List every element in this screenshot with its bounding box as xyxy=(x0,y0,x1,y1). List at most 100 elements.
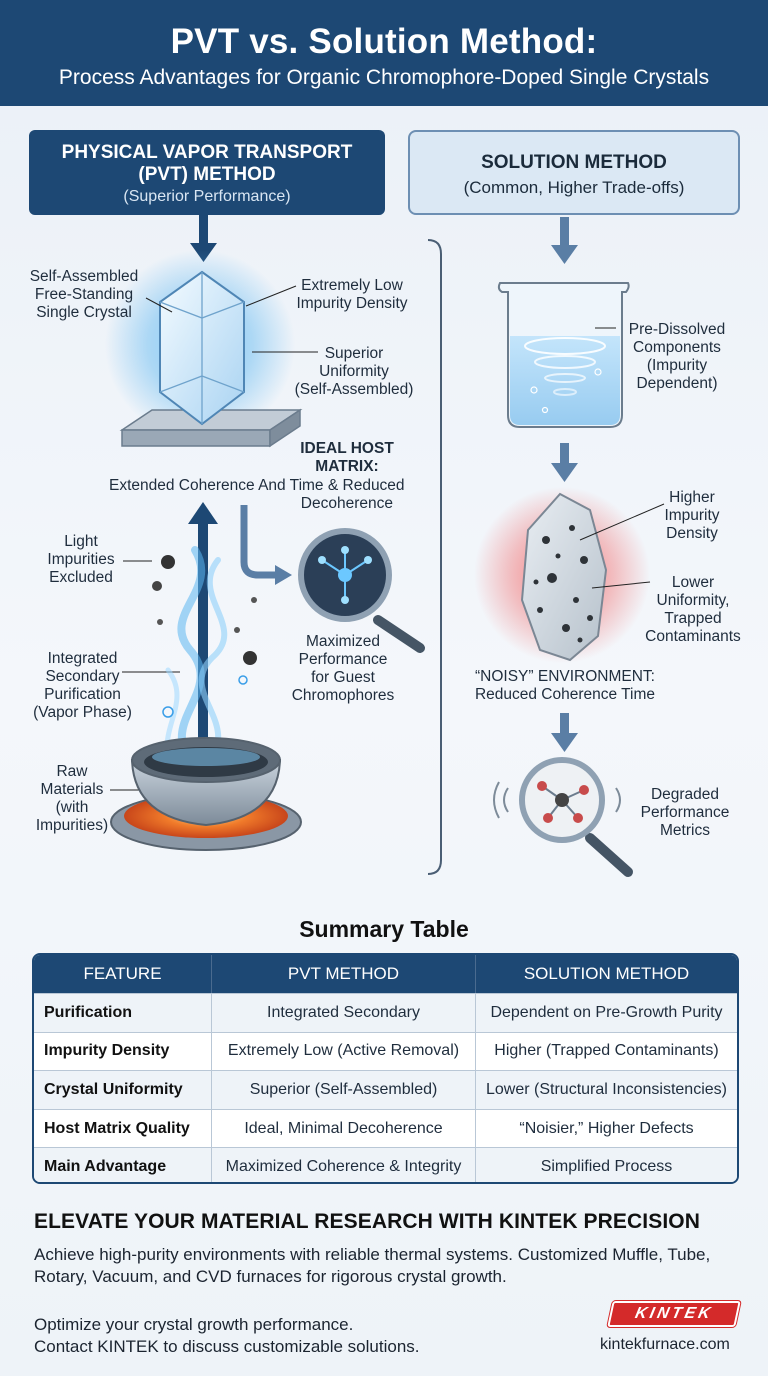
label-noisy-l1: “NOISY” ENVIRONMENT: xyxy=(475,668,655,685)
table-header-solution: SOLUTION METHOD xyxy=(523,964,690,983)
label-low-impurity-l1: Extremely Low xyxy=(301,277,403,294)
label-secondary-l3: Purification xyxy=(44,686,121,703)
label-secondary-l4: (Vapor Phase) xyxy=(33,704,132,721)
impure-crystal-illustration xyxy=(474,487,650,663)
label-perf-l1: Maximized xyxy=(305,633,381,650)
label-secondary-purification: Integrated Secondary Purification (Vapor… xyxy=(20,650,145,722)
label-degraded-l2: Performance xyxy=(640,804,730,821)
label-perf-l3: for Guest xyxy=(311,669,375,686)
label-dissolved-l3: (Impurity xyxy=(646,357,708,374)
kintek-logo[interactable]: KINTEK xyxy=(607,1301,741,1327)
label-higher-l1: Higher xyxy=(669,489,715,506)
label-low-impurity: Extremely Low Impurity Density xyxy=(287,277,417,313)
pvt-subtitle: (Superior Performance) xyxy=(123,188,291,205)
label-dissolved-l1: Pre-Dissolved xyxy=(628,321,726,338)
label-lower-l3: Trapped xyxy=(664,610,722,627)
label-dissolved-l4: Dependent) xyxy=(636,375,718,392)
pvt-magnifier-icon xyxy=(298,528,425,653)
label-noisy-environment: “NOISY” ENVIRONMENT: Reduced Coherence T… xyxy=(465,668,665,704)
label-uniformity-l1: Superior xyxy=(324,345,384,362)
label-raw-materials: Raw Materials (with Impurities) xyxy=(22,763,122,835)
pvt-crystal-illustration xyxy=(105,250,303,448)
pvt-title-line1: PHYSICAL VAPOR TRANSPORT xyxy=(61,142,353,163)
label-crystal: Self-Assembled Free-Standing Single Crys… xyxy=(14,268,154,322)
label-ideal-host: IDEAL HOST MATRIX: xyxy=(282,440,412,476)
label-low-impurity-l2: Impurity Density xyxy=(296,295,408,312)
label-raw-l1: Raw xyxy=(56,763,88,780)
pvt-side-arrow xyxy=(240,505,292,585)
furnace-bowl-illustration xyxy=(110,737,302,851)
table-cell-feature: Main Advantage xyxy=(34,1148,212,1182)
page-title: PVT vs. Solution Method: xyxy=(170,22,598,61)
page-subtitle: Process Advantages for Organic Chromopho… xyxy=(58,66,710,89)
label-lower-l1: Lower xyxy=(671,574,715,591)
label-light-impurities: Light Impurities Excluded xyxy=(36,533,126,587)
label-light-l3: Excluded xyxy=(49,569,113,586)
label-perf-l2: Performance xyxy=(298,651,388,668)
label-lower-l4: Contaminants xyxy=(645,628,741,645)
solution-method-box: SOLUTION METHOD (Common, Higher Trade-of… xyxy=(408,130,740,215)
label-light-l1: Light xyxy=(64,533,98,550)
footer-cta-line1: Optimize your crystal growth performance… xyxy=(34,1315,354,1334)
pvt-title-line2: (PVT) METHOD xyxy=(138,164,276,185)
rock-leader-lines xyxy=(579,503,665,589)
label-maximized-performance: Maximized Performance for Guest Chromoph… xyxy=(283,633,403,705)
label-higher-impurity: Higher Impurity Density xyxy=(652,489,732,543)
label-degraded-l1: Degraded xyxy=(650,786,720,803)
label-uniformity-l3: (Self-Assembled) xyxy=(294,381,414,398)
label-coherence-l2: Decoherence xyxy=(300,495,393,512)
solution-magnifier-icon xyxy=(493,757,633,877)
divider-bracket xyxy=(427,239,442,875)
table-cell-solution: “Noisier,” Higher Defects xyxy=(519,1119,694,1137)
label-degraded-l3: Metrics xyxy=(660,822,710,839)
label-secondary-l1: Integrated xyxy=(47,650,118,667)
solution-subtitle: (Common, Higher Trade-offs) xyxy=(463,178,685,197)
table-cell-pvt: Superior (Self-Assembled) xyxy=(212,1071,476,1109)
label-dissolved-l2: Components xyxy=(633,339,721,356)
table-cell-solution: Simplified Process xyxy=(540,1158,673,1176)
label-ideal-host-l2: MATRIX: xyxy=(315,458,379,475)
diagram-artwork xyxy=(105,215,665,877)
label-crystal-l2: Free-Standing xyxy=(34,286,134,303)
table-header-row: FEATURE PVT METHOD SOLUTION METHOD xyxy=(34,955,737,993)
footer-text: Achieve high-purity environments with re… xyxy=(34,1245,711,1286)
footer-title: ELEVATE YOUR MATERIAL RESEARCH WITH KINT… xyxy=(34,1210,700,1233)
pvt-title: PHYSICAL VAPOR TRANSPORT (PVT) METHOD xyxy=(29,142,385,186)
table-cell-pvt: Integrated Secondary xyxy=(212,994,476,1032)
solution-arrows xyxy=(551,217,578,752)
label-raw-l2: Materials xyxy=(40,781,104,798)
pvt-leader-lines xyxy=(110,285,318,791)
label-crystal-l1: Self-Assembled xyxy=(29,268,139,285)
label-higher-l2: Impurity xyxy=(664,507,720,524)
footer-cta: Optimize your crystal growth performance… xyxy=(34,1314,420,1358)
label-higher-l3: Density xyxy=(666,525,718,542)
table-cell-pvt: Ideal, Minimal Decoherence xyxy=(212,1109,476,1148)
label-raw-l3: (with xyxy=(55,799,89,816)
pvt-method-box: PHYSICAL VAPOR TRANSPORT (PVT) METHOD (S… xyxy=(29,130,385,215)
label-coherence: Extended Coherence And Time & Reduced De… xyxy=(109,477,409,513)
table-header-pvt: PVT METHOD xyxy=(212,955,476,993)
label-crystal-l3: Single Crystal xyxy=(36,304,132,321)
vapor-wisps xyxy=(164,546,228,773)
table-cell-pvt: Extremely Low (Active Removal) xyxy=(212,1032,476,1071)
label-perf-l4: Chromophores xyxy=(291,687,395,704)
table-cell-feature: Host Matrix Quality xyxy=(34,1109,212,1148)
table-cell-pvt: Maximized Coherence & Integrity xyxy=(212,1148,476,1182)
label-lower-uniformity: Lower Uniformity, Trapped Contaminants xyxy=(638,574,748,646)
table-cell-feature: Impurity Density xyxy=(34,1032,212,1071)
table-cell-feature: Purification xyxy=(34,994,212,1032)
light-impurity-particles xyxy=(152,555,257,718)
table-cell-solution: Dependent on Pre-Growth Purity xyxy=(490,1003,723,1021)
summary-table: FEATURE PVT METHOD SOLUTION METHOD Purif… xyxy=(32,953,739,1184)
pvt-up-arrow xyxy=(188,502,218,775)
label-uniformity: Superior Uniformity (Self-Assembled) xyxy=(284,345,424,399)
website-link[interactable]: kintekfurnace.com xyxy=(600,1336,730,1353)
table-cell-solution: Higher (Trapped Contaminants) xyxy=(494,1042,719,1060)
beaker-illustration xyxy=(497,282,630,428)
